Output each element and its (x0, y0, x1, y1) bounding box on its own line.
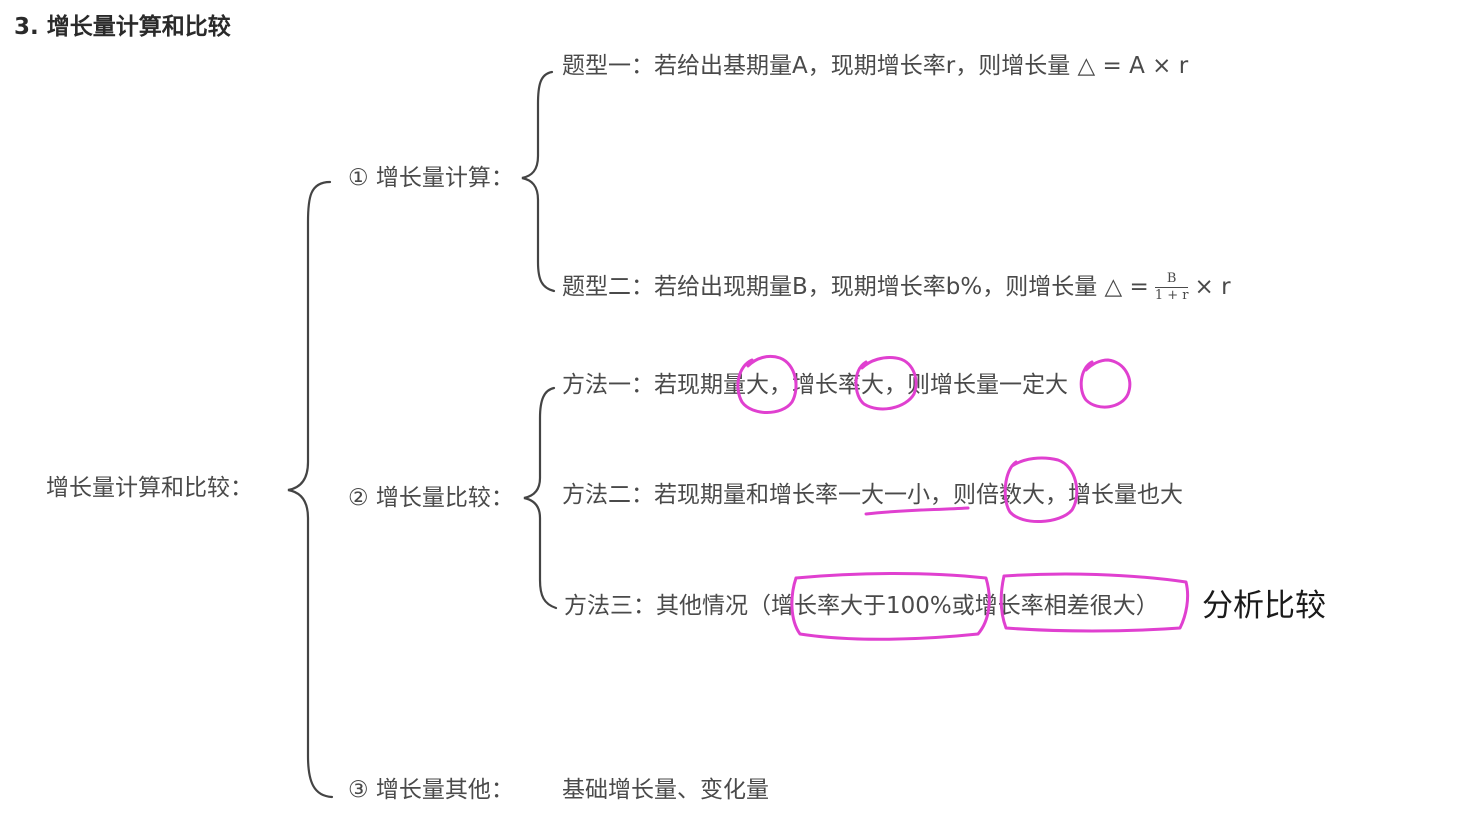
fraction-denominator: 1 + r (1154, 288, 1189, 303)
pen-circle (1003, 456, 1079, 524)
pen-box (790, 572, 991, 641)
leaf-type-one: 题型一：若给出基期量A，现期增长率r，则增长量 △ = A × r (562, 53, 1189, 79)
node-growth-calculation: ① 增长量计算： (348, 165, 514, 191)
root-brace (287, 180, 334, 799)
node-growth-other: ③ 增长量其他： (348, 777, 514, 803)
pen-circle (1079, 358, 1132, 409)
leaf-type-two-text: 题型二：若给出现期量B，现期增长率b%，则增长量 △ = (562, 274, 1149, 300)
pen-circle (736, 354, 798, 414)
node-growth-comparison: ② 增长量比较： (348, 485, 514, 511)
fraction-numerator: B (1154, 272, 1189, 288)
pen-circle (854, 356, 918, 411)
root-node-label: 增长量计算和比较： (46, 475, 253, 501)
leaf-method-one: 方法一：若现期量大，增长率大，则增长量一定大 (562, 372, 1068, 398)
leaf-method-two: 方法二：若现期量和增长率一大一小，则倍数大，增长量也大 (562, 482, 1183, 508)
pen-annotations (736, 354, 1190, 641)
pen-underline (864, 506, 970, 516)
leaf-type-two-suffix: × r (1194, 274, 1231, 300)
handwritten-note: 分析比较 (1202, 588, 1326, 624)
leaf-method-three: 方法三：其他情况（增长率大于100%或增长率相差很大） (564, 593, 1159, 619)
page-title: 3. 增长量计算和比较 (14, 14, 231, 40)
node1-brace (521, 70, 556, 293)
node2-brace (523, 386, 558, 610)
leaf-other-basic: 基础增长量、变化量 (562, 777, 769, 803)
pen-box (999, 572, 1190, 633)
